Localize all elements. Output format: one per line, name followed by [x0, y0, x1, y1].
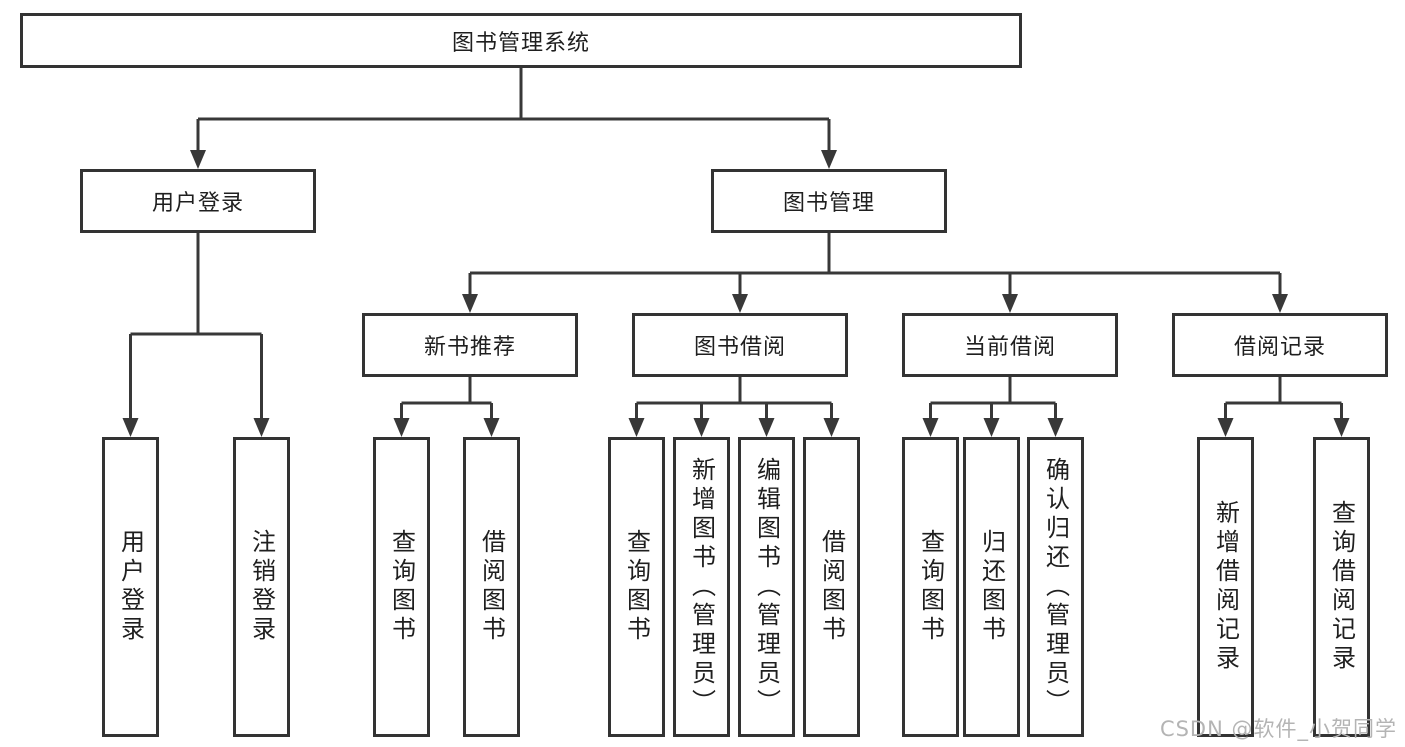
- arrow-down-icon: [823, 418, 840, 437]
- arrow-down-icon: [821, 150, 837, 169]
- leaf-query-books-2: 查询图书: [608, 437, 665, 737]
- leaf-query-books-1: 查询图书: [373, 437, 430, 737]
- leaf-add-book-admin: 新增图书（管理员）: [673, 437, 730, 737]
- arrow-down-icon: [922, 418, 939, 437]
- arrow-down-icon: [253, 418, 270, 437]
- arrow-down-icon: [628, 418, 645, 437]
- arrow-down-icon: [693, 418, 710, 437]
- node-book-borrowing: 图书借阅: [632, 313, 848, 377]
- arrow-down-icon: [1272, 294, 1288, 313]
- node-user-login: 用户登录: [80, 169, 316, 233]
- leaf-edit-book-admin: 编辑图书（管理员）: [738, 437, 795, 737]
- leaf-confirm-return-admin: 确认归还（管理员）: [1027, 437, 1084, 737]
- leaf-logout: 注销登录: [233, 437, 290, 737]
- csdn-watermark: CSDN @软件_小贺同学: [1159, 717, 1397, 741]
- node-root: 图书管理系统: [20, 13, 1022, 68]
- arrow-down-icon: [1002, 294, 1018, 313]
- leaf-query-books-3: 查询图书: [902, 437, 959, 737]
- arrow-down-icon: [122, 418, 139, 437]
- arrow-down-icon: [1047, 418, 1064, 437]
- arrow-down-icon: [190, 150, 206, 169]
- node-new-book-recommend: 新书推荐: [362, 313, 578, 377]
- node-current-borrowing: 当前借阅: [902, 313, 1118, 377]
- node-book-management: 图书管理: [711, 169, 947, 233]
- leaf-user-login: 用户登录: [102, 437, 159, 737]
- arrow-down-icon: [758, 418, 775, 437]
- leaf-borrow-books-2: 借阅图书: [803, 437, 860, 737]
- arrow-down-icon: [1217, 418, 1234, 437]
- leaf-return-books: 归还图书: [963, 437, 1020, 737]
- leaf-add-borrow-record: 新增借阅记录: [1197, 437, 1254, 737]
- arrow-down-icon: [462, 294, 478, 313]
- node-borrowing-records: 借阅记录: [1172, 313, 1388, 377]
- arrow-down-icon: [1333, 418, 1350, 437]
- leaf-borrow-books-1: 借阅图书: [463, 437, 520, 737]
- arrow-down-icon: [483, 418, 500, 437]
- arrow-down-icon: [983, 418, 1000, 437]
- arrow-down-icon: [393, 418, 410, 437]
- arrow-down-icon: [732, 294, 748, 313]
- leaf-query-borrow-record: 查询借阅记录: [1313, 437, 1370, 737]
